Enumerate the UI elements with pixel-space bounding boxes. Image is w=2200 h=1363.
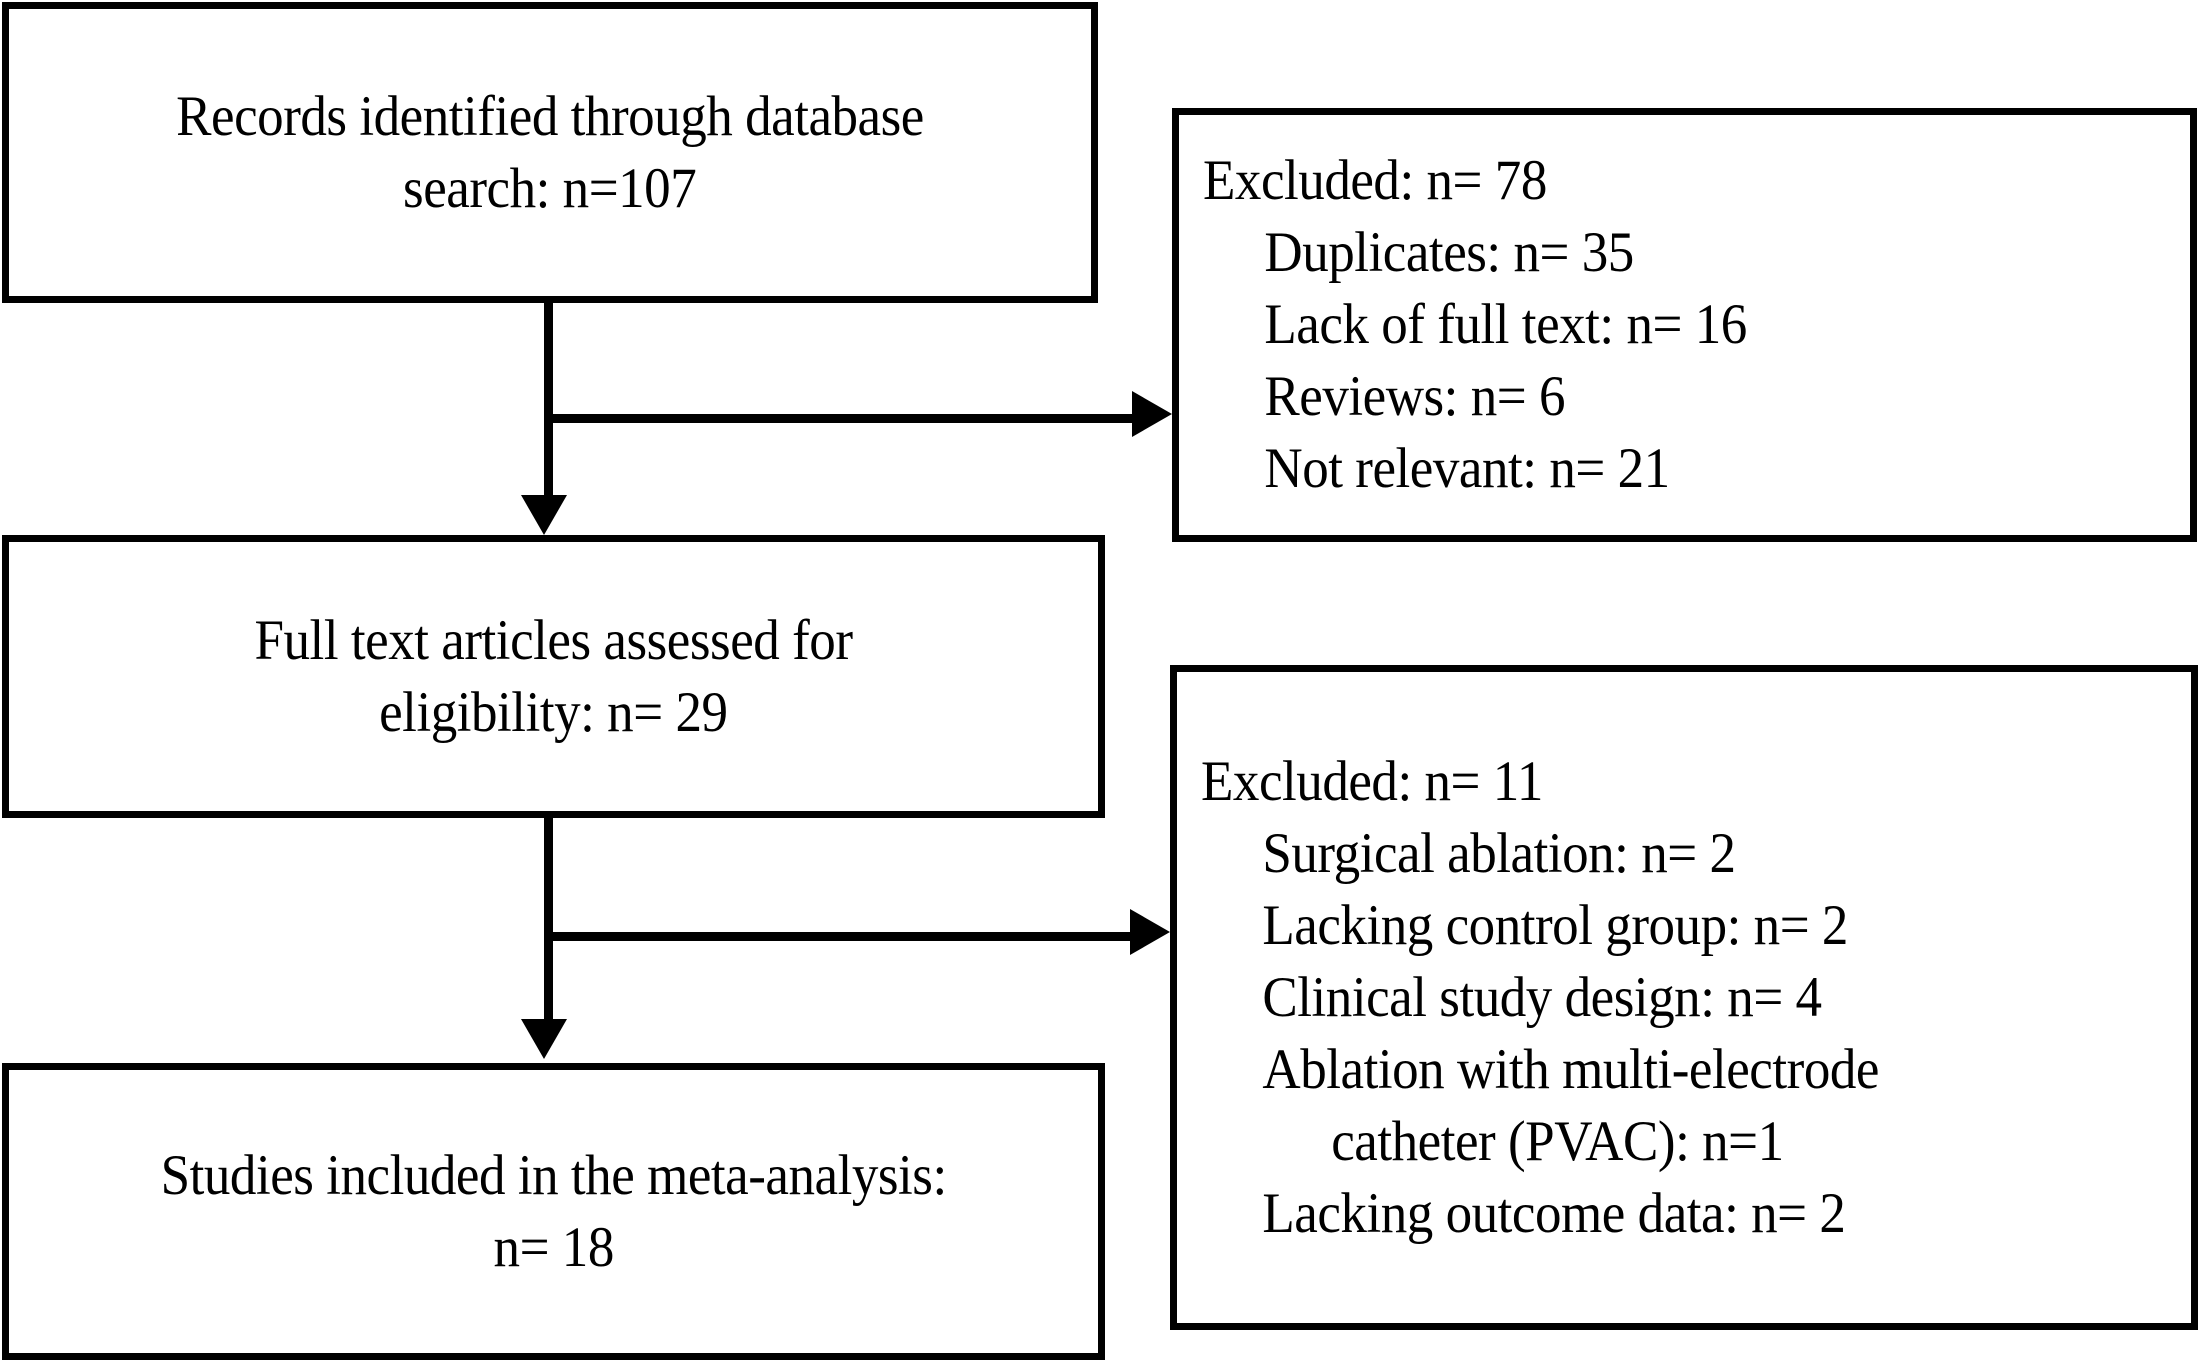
excluded-screening-reason-3: Reviews: n= 6 (1264, 365, 1566, 428)
excluded-screening-reason-1: Duplicates: n= 35 (1264, 221, 1634, 284)
excluded-eligibility-reason-4: Ablation with multi-electrode (1262, 1037, 1879, 1101)
excluded-screening-content: Excluded: n= 78 Duplicates: n= 35 Lack o… (1179, 145, 2190, 505)
connector-records-to-fulltext-line (544, 303, 553, 499)
connector-fulltext-to-included-arrowhead (521, 1019, 567, 1059)
connector-fulltext-to-excluded-eligibility-line (550, 932, 1148, 941)
excluded-screening-reason-2: Lack of full text: n= 16 (1264, 293, 1747, 356)
excluded-screening-reason-4: Not relevant: n= 21 (1264, 437, 1670, 500)
connector-fulltext-to-included-line (544, 818, 553, 1023)
box-full-text-assessed: Full text articles assessed for eligibil… (2, 535, 1105, 818)
records-identified-line-1: Records identified through database (176, 84, 924, 148)
full-text-assessed-line-2: eligibility: n= 29 (379, 680, 728, 744)
box-records-identified: Records identified through database sear… (2, 2, 1098, 303)
box-studies-included: Studies included in the meta-analysis: n… (2, 1063, 1105, 1360)
connector-records-to-excluded-screening-arrowhead (1132, 391, 1172, 437)
studies-included-line-2: n= 18 (493, 1215, 614, 1279)
box-excluded-screening: Excluded: n= 78 Duplicates: n= 35 Lack o… (1172, 108, 2197, 542)
studies-included-line-1: Studies included in the meta-analysis: (160, 1143, 947, 1207)
full-text-assessed-line-1: Full text articles assessed for (254, 608, 853, 672)
excluded-eligibility-reason-3: Clinical study design: n= 4 (1262, 965, 1822, 1029)
records-identified-line-2: search: n=107 (403, 156, 697, 220)
connector-records-to-fulltext-arrowhead (521, 495, 567, 535)
connector-fulltext-to-excluded-eligibility-arrowhead (1130, 909, 1170, 955)
excluded-eligibility-reason-4-cont: catheter (PVAC): n=1 (1331, 1109, 1784, 1173)
excluded-eligibility-header: Excluded: n= 11 (1201, 749, 1543, 813)
box-excluded-eligibility: Excluded: n= 11 Surgical ablation: n= 2 … (1170, 665, 2198, 1330)
excluded-eligibility-reason-1: Surgical ablation: n= 2 (1262, 821, 1736, 885)
excluded-eligibility-reason-5: Lacking outcome data: n= 2 (1262, 1181, 1846, 1245)
connector-records-to-excluded-screening-line (550, 414, 1150, 423)
excluded-eligibility-content: Excluded: n= 11 Surgical ablation: n= 2 … (1177, 746, 2191, 1250)
excluded-screening-header: Excluded: n= 78 (1203, 149, 1547, 212)
excluded-eligibility-reason-2: Lacking control group: n= 2 (1262, 893, 1848, 957)
